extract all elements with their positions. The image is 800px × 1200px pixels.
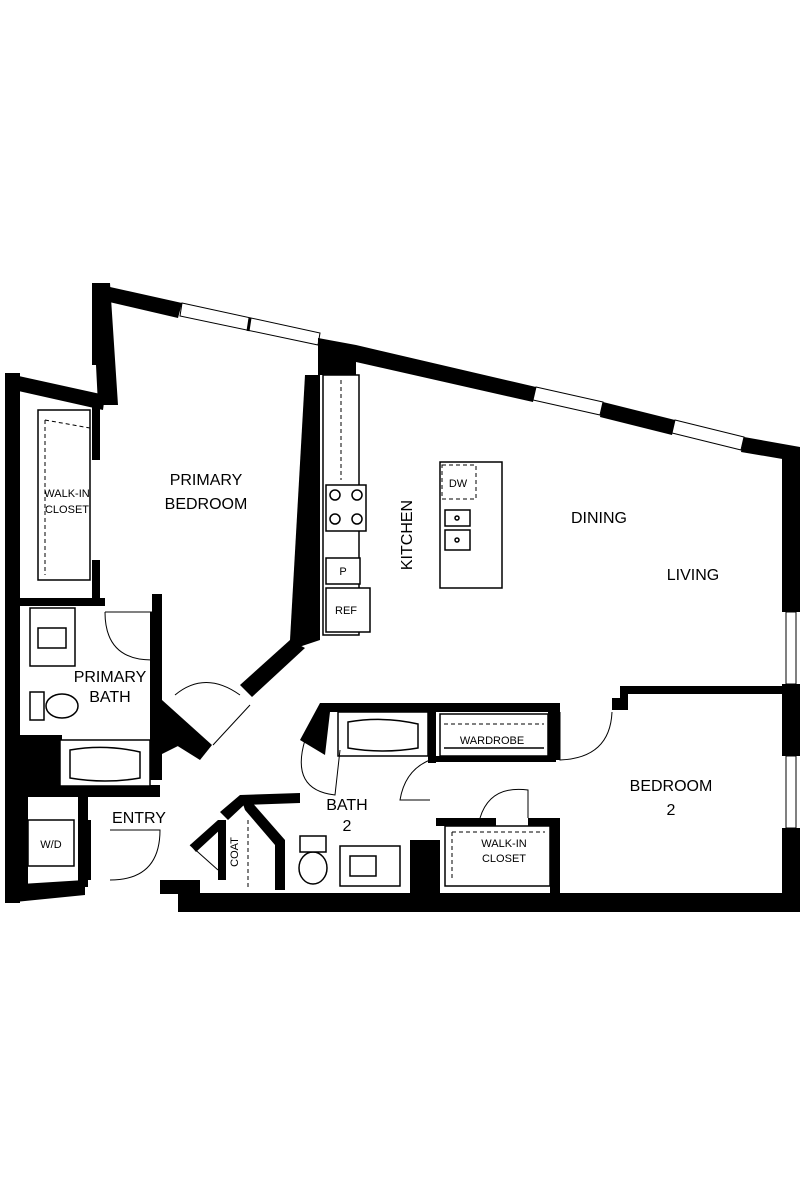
room-label-walk-in-closet-2-line1: WALK-IN	[481, 838, 526, 850]
tub-bath2	[337, 711, 429, 757]
room-label-primary-bedroom-line2: BEDROOM	[165, 496, 248, 513]
appliance-label-dishwasher: DW	[449, 478, 468, 490]
room-label-primary-bedroom-line1: PRIMARY	[170, 472, 243, 489]
room-label-bedroom2-line1: BEDROOM	[630, 778, 713, 795]
room-label-walk-in-closet-2-line2: CLOSET	[482, 853, 526, 865]
room-label-bath2-line2: 2	[343, 818, 352, 835]
room-label-wd: W/D	[40, 839, 61, 851]
toilet-bath2	[298, 851, 328, 885]
room-label-primary-bath-line1: PRIMARY	[74, 669, 147, 686]
room-label-wardrobe: WARDROBE	[460, 735, 524, 747]
room-label-coat: COAT	[229, 837, 241, 867]
washer-dryer	[27, 819, 75, 867]
appliance-label-pantry: P	[339, 566, 346, 578]
doors	[77, 611, 613, 886]
room-label-dining: DINING	[571, 510, 627, 527]
room-label-entry: ENTRY	[112, 810, 166, 827]
interior-walls	[20, 375, 782, 900]
room-label-bath2-line1: BATH	[326, 797, 367, 814]
fixtures	[27, 374, 551, 888]
appliance-label-refrigerator: REF	[335, 605, 357, 617]
room-label-walk-in-closet-primary-line2: CLOSET	[45, 504, 89, 516]
room-label-primary-bath-line2: BATH	[89, 689, 130, 706]
room-label-walk-in-closet-primary-line1: WALK-IN	[44, 488, 89, 500]
room-labels: PRIMARY BEDROOM WALK-IN CLOSET PRIMARY B…	[40, 472, 719, 867]
room-label-bedroom2-line2: 2	[667, 802, 676, 819]
room-label-kitchen: KITCHEN	[399, 500, 416, 570]
exterior-walls	[5, 283, 800, 912]
room-label-living: LIVING	[667, 567, 719, 584]
toilet-primary	[45, 693, 79, 719]
kitchen-island	[439, 461, 503, 589]
